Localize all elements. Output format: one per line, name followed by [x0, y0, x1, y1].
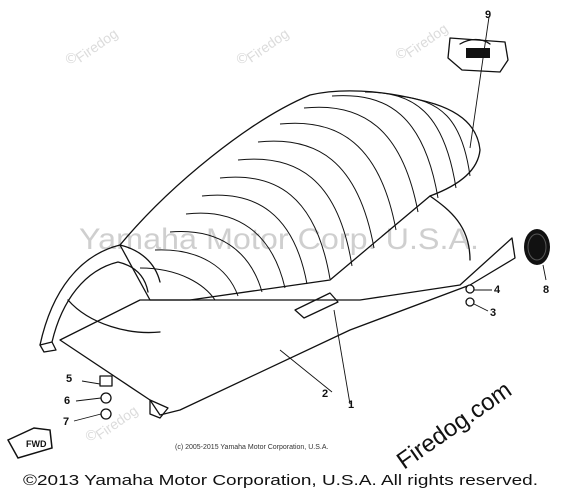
source-copyright-line: (c) 2005-2015 Yamaha Motor Corporation, … — [175, 444, 328, 451]
bracket-part-9 — [447, 37, 509, 73]
callout-7: 7 — [63, 416, 69, 428]
firedog-watermark-text: Firedog — [73, 25, 121, 65]
callout-5: 5 — [66, 373, 72, 385]
callout-1: 1 — [348, 399, 354, 411]
copyright-symbol-icon: © — [84, 428, 98, 444]
copyright-symbol-icon: © — [64, 51, 78, 67]
fastener-parts-3-4 — [465, 284, 475, 307]
yamaha-watermark: Yamaha Motor Corp. U.S.A. — [79, 223, 479, 256]
callout-3: 3 — [490, 307, 496, 319]
leader-lines — [73, 16, 547, 422]
copyright-symbol-icon: © — [394, 46, 408, 62]
firedog-watermark-bottom-left: © Firedog — [84, 402, 141, 444]
firedog-watermark-top-center: © Firedog — [235, 25, 292, 67]
seat-assembly-drawing — [39, 90, 516, 419]
firedog-watermark-top-left: © Firedog — [64, 25, 121, 67]
callout-6: 6 — [64, 395, 70, 407]
firedog-com-watermark: Firedog.com — [392, 376, 517, 475]
fastener-parts-5-6-7 — [99, 375, 113, 420]
firedog-watermark-text: Firedog — [93, 402, 141, 442]
footer-copyright: ©2013 Yamaha Motor Corporation, U.S.A. A… — [23, 472, 538, 489]
firedog-watermark-text: Firedog — [244, 25, 292, 65]
front-arrow-icon: FWD — [6, 427, 53, 459]
callout-2: 2 — [322, 388, 328, 400]
copyright-symbol-icon: © — [235, 51, 249, 67]
callout-4: 4 — [494, 284, 501, 296]
front-arrow-label: FWD — [26, 439, 47, 449]
callout-9: 9 — [485, 9, 491, 21]
callout-8: 8 — [543, 284, 549, 296]
emblem-part-8 — [524, 229, 550, 265]
callouts: 9 8 4 3 5 6 7 2 1 — [63, 9, 549, 428]
firedog-watermark-top-right: © Firedog — [394, 20, 451, 62]
firedog-watermark-text: Firedog — [403, 20, 451, 60]
